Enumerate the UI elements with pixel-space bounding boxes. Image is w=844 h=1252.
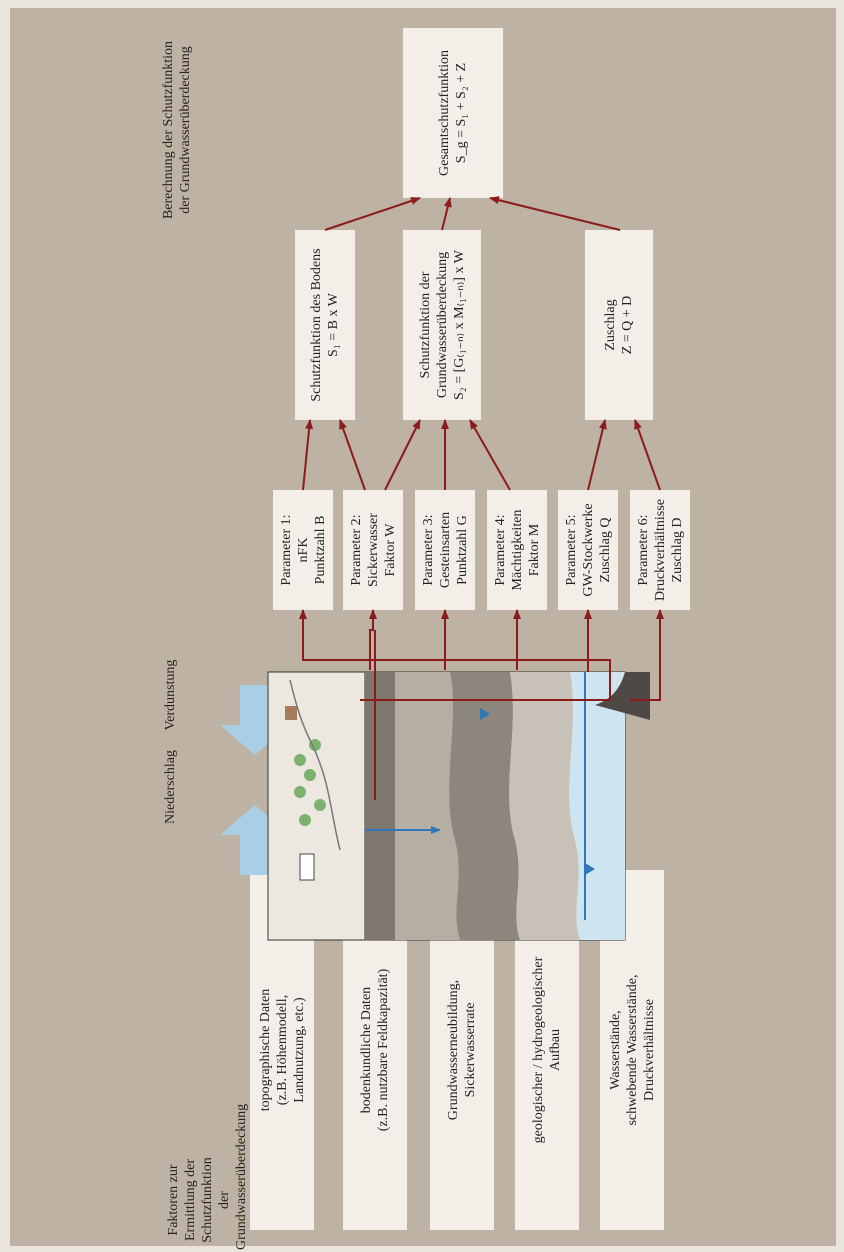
arrow-cover-to-total <box>441 197 452 231</box>
tree-icon <box>294 786 306 798</box>
arrow-soil-to-total <box>324 197 421 231</box>
arrow-to-param-6 <box>630 609 664 701</box>
rotated-diagram: Faktoren zur Ermittlung der Schutzfunkti… <box>10 8 844 1252</box>
arrow-param2-to-soil <box>339 419 366 491</box>
tree-icon <box>294 754 306 766</box>
tree-icon <box>299 814 311 826</box>
arrow-param6-to-surcharge <box>634 419 661 491</box>
arrow-param2-to-cover <box>384 419 421 491</box>
water-table-marker-icon <box>480 708 490 720</box>
water-table-marker-icon <box>585 863 595 875</box>
diagram-graphics <box>220 196 664 941</box>
factory-icon <box>299 853 315 881</box>
aquifer-layer <box>569 672 625 940</box>
tree-icon <box>304 769 316 781</box>
arrow-param4-to-cover <box>469 419 511 491</box>
house-icon <box>285 706 297 720</box>
tree-icon <box>309 739 321 751</box>
arrow-surcharge-to-total <box>489 196 621 231</box>
gravel-layer <box>395 672 460 940</box>
tree-icon <box>314 799 326 811</box>
arrow-param5-to-surcharge <box>587 419 607 491</box>
soil-layer <box>365 672 395 940</box>
arrow-to-param-1 <box>299 609 611 700</box>
rock-layer <box>449 672 520 940</box>
figure-panel: Faktoren zur Ermittlung der Schutzfunkti… <box>10 8 836 1250</box>
road-line <box>289 679 341 851</box>
sediment-layer <box>509 672 580 940</box>
base-layer <box>595 672 650 720</box>
arrow-to-param-2 <box>369 609 377 670</box>
arrow-param1-to-soil <box>302 419 314 491</box>
